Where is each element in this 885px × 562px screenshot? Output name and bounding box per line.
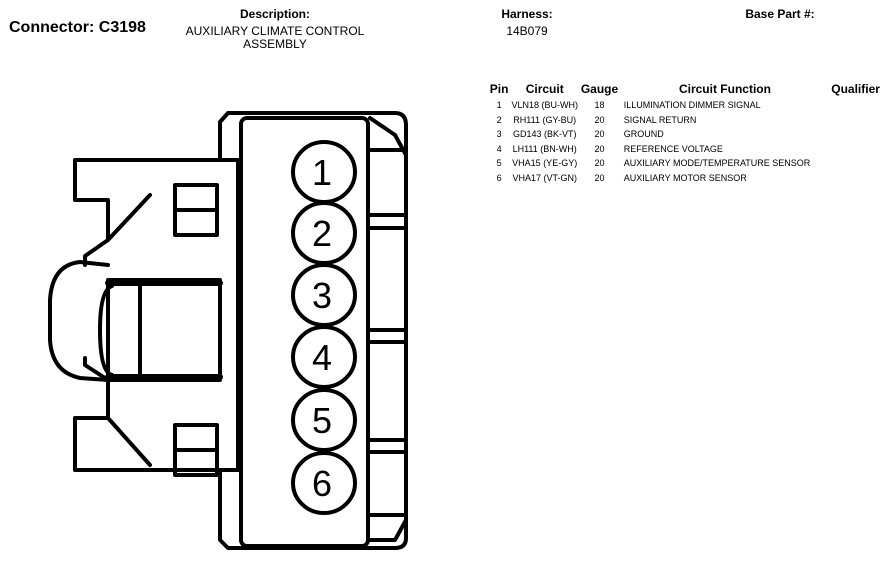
pin-circle-6 xyxy=(291,451,357,515)
base-part-label: Base Part #: xyxy=(745,7,815,21)
cell-circuit: GD143 (BK-VT) xyxy=(512,129,577,140)
right-lock-tab-middle xyxy=(368,226,408,332)
pin-circle-5 xyxy=(291,388,357,452)
cell-circuit: LH111 (BN-WH) xyxy=(512,143,577,154)
cell-circuit: VLN18 (BU-WH) xyxy=(511,100,578,111)
left-bulge xyxy=(48,260,110,382)
cell-gauge: 20 xyxy=(594,114,605,125)
table-row: 6 VHA17 (VT-GN) 20 AUXILIARY MOTOR SENSO… xyxy=(488,171,885,186)
table-row: 2 RH111 (GY-BU) 20 SIGNAL RETURN xyxy=(488,113,885,128)
cell-function: ILLUMINATION DIMMER SIGNAL xyxy=(623,100,761,111)
description-label: Description: xyxy=(239,7,310,21)
left-upper-latch-arm xyxy=(106,193,152,242)
cell-pin: 5 xyxy=(496,158,502,169)
cell-pin: 1 xyxy=(496,100,502,111)
header-circuit: Circuit xyxy=(525,82,564,96)
cell-pin: 2 xyxy=(496,114,502,125)
center-slot-inner xyxy=(98,284,114,377)
right-lock-tab-upper xyxy=(368,116,408,217)
pin-label-1: 1 xyxy=(312,152,332,193)
cell-function: GROUND xyxy=(623,129,664,140)
pin-label-5: 5 xyxy=(312,400,332,441)
cell-pin: 6 xyxy=(496,172,502,183)
cell-pin: 3 xyxy=(496,129,502,140)
left-lower-latch-arm xyxy=(106,416,152,467)
header-circuit-function: Circuit Function xyxy=(678,82,771,96)
cell-function: AUXILIARY MODE/TEMPERATURE SENSOR xyxy=(623,158,811,169)
left-upper-latch xyxy=(73,158,222,267)
cell-circuit: VHA15 (YE-GY) xyxy=(512,158,578,169)
description-line-1: AUXILIARY CLIMATE CONTROL xyxy=(185,24,365,38)
pin-cavity xyxy=(239,116,370,548)
pin-label-6: 6 xyxy=(312,463,332,504)
harness-label: Harness: xyxy=(501,7,553,21)
pin-label-2: 2 xyxy=(312,213,332,254)
connector-title: Connector: C3198 xyxy=(9,19,146,36)
description-value: AUXILIARY CLIMATE CONTROL ASSEMBLY xyxy=(165,25,385,51)
cell-gauge: 18 xyxy=(594,100,605,111)
center-slot xyxy=(106,278,222,382)
table-row: 3 GD143 (BK-VT) 20 GROUND xyxy=(488,127,885,142)
table-row: 1 VLN18 (BU-WH) 18 ILLUMINATION DIMMER S… xyxy=(488,98,885,113)
cell-gauge: 20 xyxy=(594,143,605,154)
table-row: 5 VHA15 (YE-GY) 20 AUXILIARY MODE/TEMPER… xyxy=(488,156,885,171)
cell-function: SIGNAL RETURN xyxy=(623,114,697,125)
cell-circuit: VHA17 (VT-GN) xyxy=(512,172,577,183)
pin-label-4: 4 xyxy=(312,337,332,378)
header-qualifier: Qualifier xyxy=(831,82,880,96)
cell-pin: 4 xyxy=(496,143,502,154)
pin-circle-4 xyxy=(291,325,357,389)
cell-gauge: 20 xyxy=(594,172,605,183)
cell-function: AUXILIARY MOTOR SENSOR xyxy=(623,172,747,183)
right-lock-tab-bottom xyxy=(368,450,408,542)
cell-function: REFERENCE VOLTAGE xyxy=(623,143,723,154)
cell-circuit: RH111 (GY-BU) xyxy=(513,114,577,125)
pin-table-header-row: Pin Circuit Gauge Circuit Function Quali… xyxy=(488,82,885,98)
harness-value: 14B079 xyxy=(506,24,548,38)
cell-gauge: 20 xyxy=(594,129,605,140)
description-line-2: ASSEMBLY xyxy=(243,37,307,51)
table-row: 4 LH111 (BN-WH) 20 REFERENCE VOLTAGE xyxy=(488,142,885,157)
header-gauge: Gauge xyxy=(580,82,619,96)
pin-table: Pin Circuit Gauge Circuit Function Quali… xyxy=(488,82,885,185)
cell-gauge: 20 xyxy=(594,158,605,169)
pin-label-3: 3 xyxy=(312,275,332,316)
right-lock-tab-lower xyxy=(368,340,408,442)
header-pin: Pin xyxy=(489,82,509,96)
